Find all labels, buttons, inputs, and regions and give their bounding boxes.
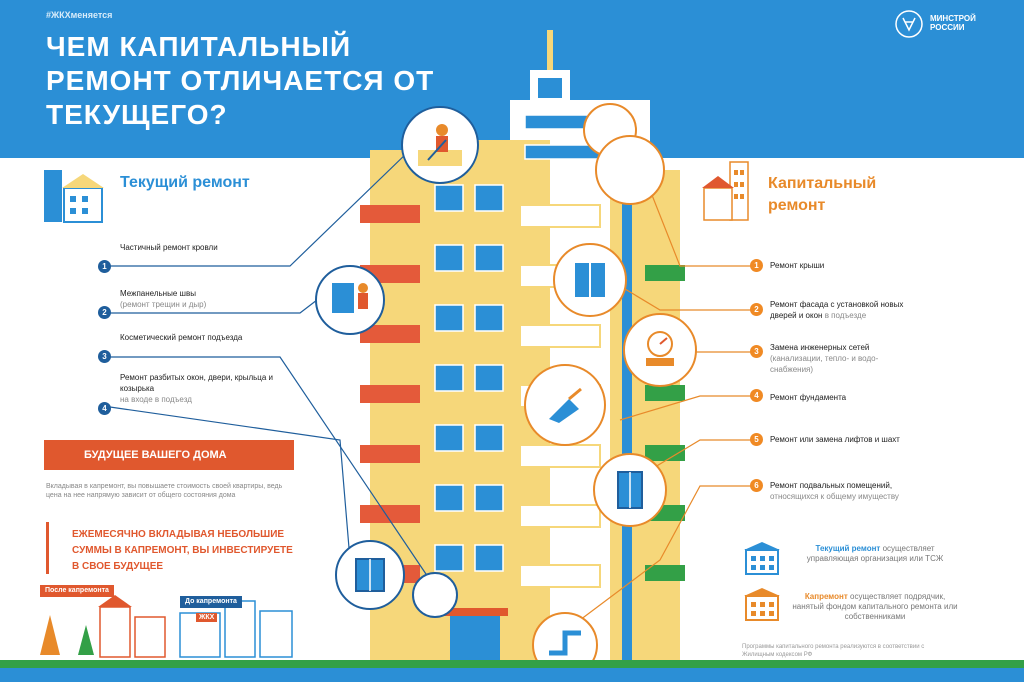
capital-item-6: Ремонт подвальных помещений, относящихся…: [770, 480, 910, 502]
capital-repair-title: Капитальный ремонт: [768, 175, 877, 214]
capital-item-label: Ремонт или замена лифтов и шахт: [770, 435, 900, 444]
current-item-1: Частичный ремонт кровли: [120, 242, 290, 253]
door-icon: [355, 558, 385, 592]
pipe-icon: [549, 630, 581, 656]
capital-legend-house-icon: [744, 588, 780, 621]
window-icon: [330, 281, 368, 315]
house-capital-icon: [702, 161, 749, 221]
house-current-icon: [44, 170, 104, 223]
capital-item-label: Ремонт фундамента: [770, 393, 847, 402]
capital-item-num-4: 4: [750, 389, 763, 402]
capital-item-4: Ремонт фундамента: [770, 392, 910, 403]
capital-item-num-3: 3: [750, 345, 763, 358]
current-item-num-1: 1: [98, 260, 111, 273]
city-illustration: [40, 595, 293, 658]
zhkh-sign: ЖКХ: [196, 613, 218, 622]
capital-item-num-1: 1: [750, 259, 763, 272]
current-item-num-3: 3: [98, 350, 111, 363]
current-item-sub: на входе в подъезд: [120, 395, 192, 404]
capital-item-3: Замена инженерных сетей (канализации, те…: [770, 342, 910, 375]
future-description: Вкладывая в капремонт, вы повышаете стои…: [46, 483, 283, 499]
capital-legend-text: осуществляет подрядчик, нанятый фондом к…: [792, 592, 958, 621]
trowel-icon: [549, 387, 582, 423]
current-item-num-2: 2: [98, 306, 111, 319]
capital-item-sub: (канализации, тепло- и водо-снабжения): [770, 354, 879, 374]
hashtag: #ЖКХменяется: [46, 10, 113, 20]
capital-item-5: Ремонт или замена лифтов и шахт: [770, 434, 910, 445]
current-item-num-4: 4: [98, 402, 111, 415]
footnote: Программы капитального ремонта реализуют…: [742, 644, 925, 658]
before-repair-tag: До капремонта: [180, 596, 242, 608]
invest-slogan: ЕЖЕМЕСЯЧНО ВКЛАДЫВАЯ НЕБОЛЬШИЕ СУММЫ В К…: [72, 529, 293, 572]
current-item-3: Косметический ремонт подъезда: [120, 332, 290, 343]
current-item-2: Межпанельные швы (ремонт трещин и дыр): [120, 288, 290, 310]
current-legend-bold: Текущий ремонт: [815, 544, 881, 553]
current-item-label: Косметический ремонт подъезда: [120, 333, 243, 342]
ministry-name: МИНСТРОЙ РОССИИ: [930, 14, 976, 32]
capital-item-num-2: 2: [750, 303, 763, 316]
elevator-icon: [617, 471, 643, 509]
window-frame-icon: [573, 261, 607, 299]
current-item-label: Ремонт разбитых окон, двери, крыльца и к…: [120, 373, 274, 393]
capital-item-label: Ремонт фасада с установкой новых дверей …: [770, 300, 904, 320]
current-repair-title: Текущий ремонт: [120, 174, 250, 191]
after-repair-tag: После капремонта: [40, 585, 114, 597]
capital-item-num-5: 5: [750, 433, 763, 446]
capital-item-sub: относящихся к общему имуществу: [770, 492, 899, 501]
capital-legend: Капремонт осуществляет подрядчик, наняты…: [790, 592, 960, 622]
meter-icon: [646, 331, 674, 366]
current-legend-house-icon: [744, 542, 780, 575]
future-banner: БУДУЩЕЕ ВАШЕГО ДОМА: [44, 440, 294, 470]
capital-legend-bold: Капремонт: [804, 592, 848, 601]
capital-item-sub: в подъезде: [824, 311, 867, 320]
worker-icon: [418, 124, 462, 166]
invest-accent-bar: [46, 522, 49, 574]
capital-item-1: Ремонт крыши: [770, 260, 910, 271]
capital-item-num-6: 6: [750, 479, 763, 492]
current-item-label: Межпанельные швы: [120, 289, 196, 298]
page-title: ЧЕМ КАПИТАЛЬНЫЙ РЕМОНТ ОТЛИЧАЕТСЯ ОТ ТЕК…: [46, 31, 435, 130]
current-legend: Текущий ремонт осуществляет управляющая …: [790, 544, 960, 564]
current-item-sub: (ремонт трещин и дыр): [120, 300, 207, 309]
ministry-emblem-icon: [895, 10, 923, 38]
current-legend-text: осуществляет управляющая организация или…: [806, 544, 944, 563]
capital-item-label: Ремонт подвальных помещений,: [770, 481, 893, 490]
capital-item-2: Ремонт фасада с установкой новых дверей …: [770, 299, 910, 321]
capital-item-label: Ремонт крыши: [770, 261, 825, 270]
current-item-4: Ремонт разбитых окон, двери, крыльца и к…: [120, 372, 290, 405]
road-strip: [0, 668, 1024, 682]
capital-item-label: Замена инженерных сетей: [770, 343, 870, 352]
current-item-label: Частичный ремонт кровли: [120, 243, 218, 252]
